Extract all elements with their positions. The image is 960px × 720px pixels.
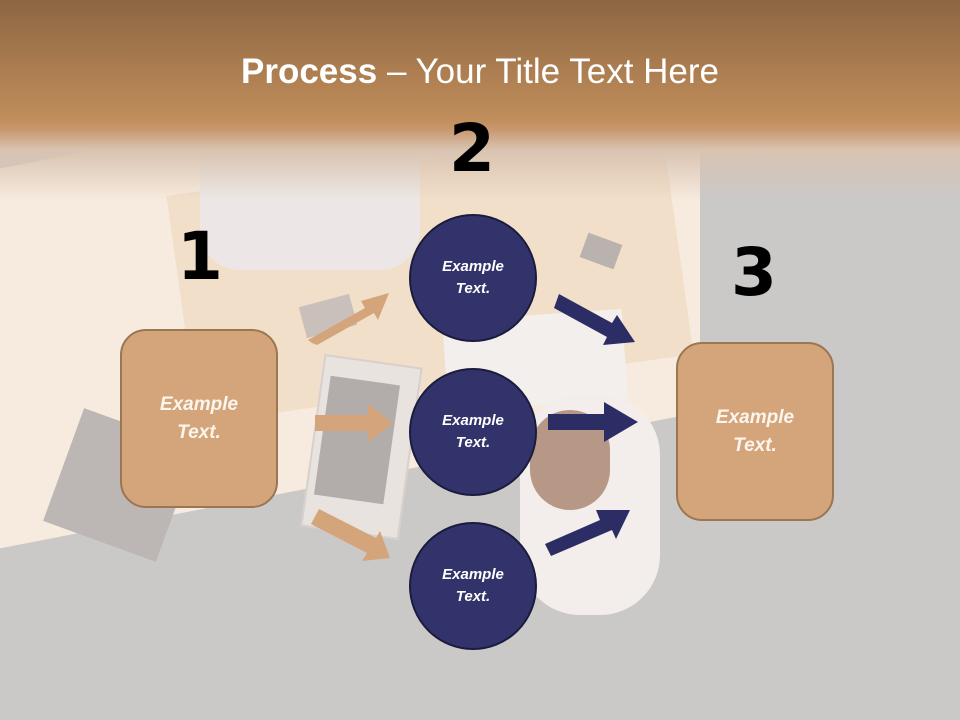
step-1-label-line1: Example (159, 393, 239, 415)
header-band (0, 0, 960, 200)
title-bold: Process (241, 52, 378, 91)
circle-bottom-label-line2: Text. (455, 588, 491, 605)
step-3-box[interactable]: Example Text. (676, 342, 834, 521)
step-2-circle-bottom[interactable]: Example Text. (409, 522, 537, 650)
arrow-down-right-icon (311, 509, 390, 561)
step-number-1: 1 (177, 218, 223, 295)
circle-middle-label: Example Text. (442, 410, 504, 454)
step-3-label-line1: Example (715, 406, 795, 428)
step-number-3: 3 (731, 234, 777, 311)
arrow-right-icon (315, 404, 393, 442)
step-3-label: Example Text. (716, 404, 794, 459)
circle-middle-label-line1: Example (442, 412, 504, 430)
arrow-down-right-icon (554, 294, 635, 345)
circle-top-label-line2: Text. (455, 280, 491, 297)
circle-middle-label-line2: Text. (455, 434, 491, 451)
circle-bottom-label: Example Text. (442, 564, 504, 608)
slide-title: Process – Your Title Text Here (0, 52, 960, 92)
step-1-label-line2: Text. (177, 421, 221, 443)
circle-top-label-line1: Example (442, 258, 504, 276)
step-2-circle-middle[interactable]: Example Text. (409, 368, 537, 496)
arrow-right-icon (548, 402, 638, 442)
circle-bottom-label-line1: Example (442, 566, 504, 584)
circle-top-label: Example Text. (442, 256, 504, 300)
arrow-up-right-icon (545, 510, 630, 556)
step-number-2: 2 (449, 110, 495, 187)
step-2-circle-top[interactable]: Example Text. (409, 214, 537, 342)
step-1-label: Example Text. (160, 391, 238, 446)
step-1-box[interactable]: Example Text. (120, 329, 278, 508)
arrow-up-right-icon (308, 293, 389, 345)
title-rest: – Your Title Text Here (377, 52, 719, 91)
step-3-label-line2: Text. (733, 434, 777, 456)
